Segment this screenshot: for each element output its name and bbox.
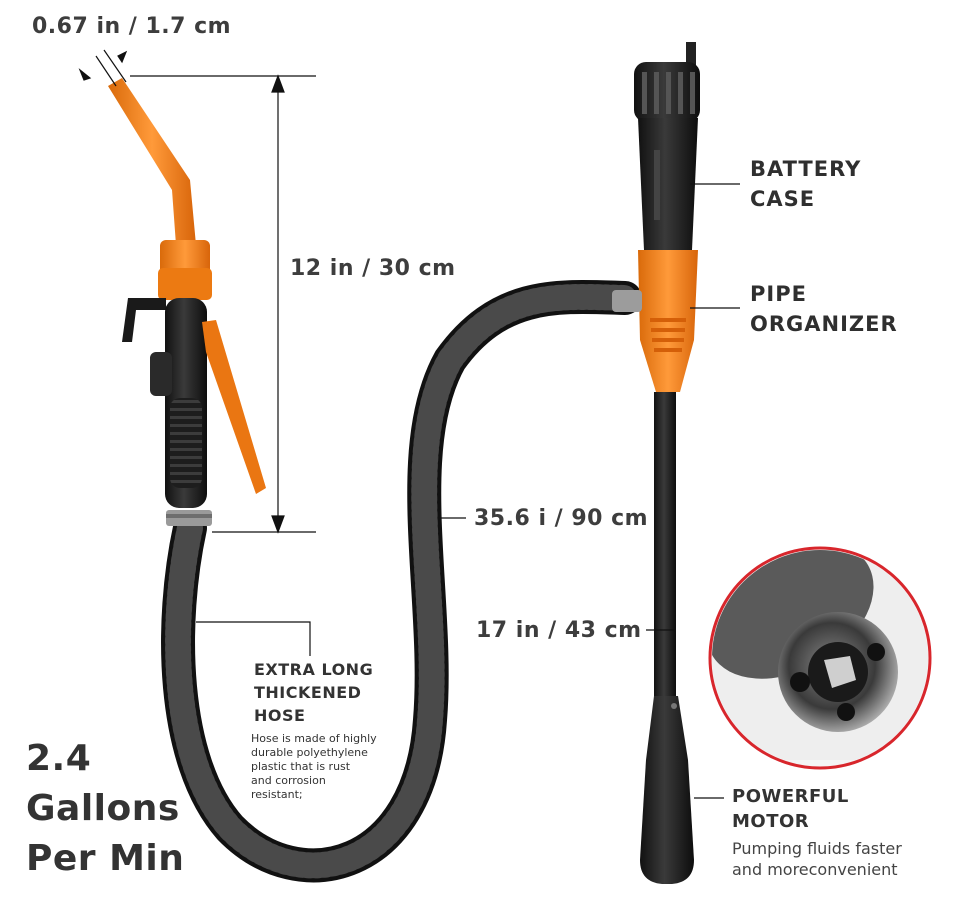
flow-rate: 2.4 Gallons Per Min: [26, 734, 184, 884]
hose-description: Hose is made of highly durable polyethyl…: [251, 732, 377, 802]
flow-rate-unit-2: Per Min: [26, 838, 185, 879]
tube-length-label: 17 in / 43 cm: [476, 618, 642, 643]
hose-title-line-1: EXTRA LONG: [254, 660, 374, 679]
hose: [161, 279, 642, 883]
motor-title-line-2: MOTOR: [732, 811, 810, 832]
motor-description: Pumping fluids faster and moreconvenient: [732, 838, 902, 880]
motor-desc-line-1: Pumping fluids faster: [732, 839, 902, 858]
hose-desc-line-2: durable polyethylene: [251, 746, 368, 759]
battery-case-label: BATTERY CASE: [750, 154, 861, 214]
motor-title: POWERFUL MOTOR: [732, 784, 849, 834]
flow-rate-unit-1: Gallons: [26, 788, 180, 829]
pump-body: [612, 42, 700, 884]
flow-rate-value: 2.4: [26, 738, 92, 779]
motor-detail: [708, 546, 932, 770]
hose-title-line-3: HOSE: [254, 706, 306, 725]
battery-case-line-2: CASE: [750, 187, 816, 211]
pipe-organizer-line-2: ORGANIZER: [750, 312, 898, 336]
dimension-lines: [78, 49, 740, 799]
motor-title-line-1: POWERFUL: [732, 786, 849, 807]
battery-case-line-1: BATTERY: [750, 157, 862, 181]
hose-title-line-2: THICKENED: [254, 683, 362, 702]
hose-title: EXTRA LONG THICKENED HOSE: [254, 658, 373, 727]
nozzle-assembly: [108, 78, 266, 526]
nozzle-length-label: 12 in / 30 cm: [290, 256, 456, 281]
hose-desc-line-1: Hose is made of highly: [251, 732, 377, 745]
motor-desc-line-2: and moreconvenient: [732, 860, 898, 879]
hose-desc-line-4: and corrosion: [251, 774, 326, 787]
hose-desc-line-5: resistant;: [251, 788, 303, 801]
nozzle-diameter-label: 0.67 in / 1.7 cm: [32, 14, 232, 39]
pipe-organizer-label: PIPE ORGANIZER: [750, 279, 898, 339]
hose-length-label: 35.6 i / 90 cm: [474, 506, 649, 531]
hose-desc-line-3: plastic that is rust: [251, 760, 351, 773]
pipe-organizer-line-1: PIPE: [750, 282, 807, 306]
